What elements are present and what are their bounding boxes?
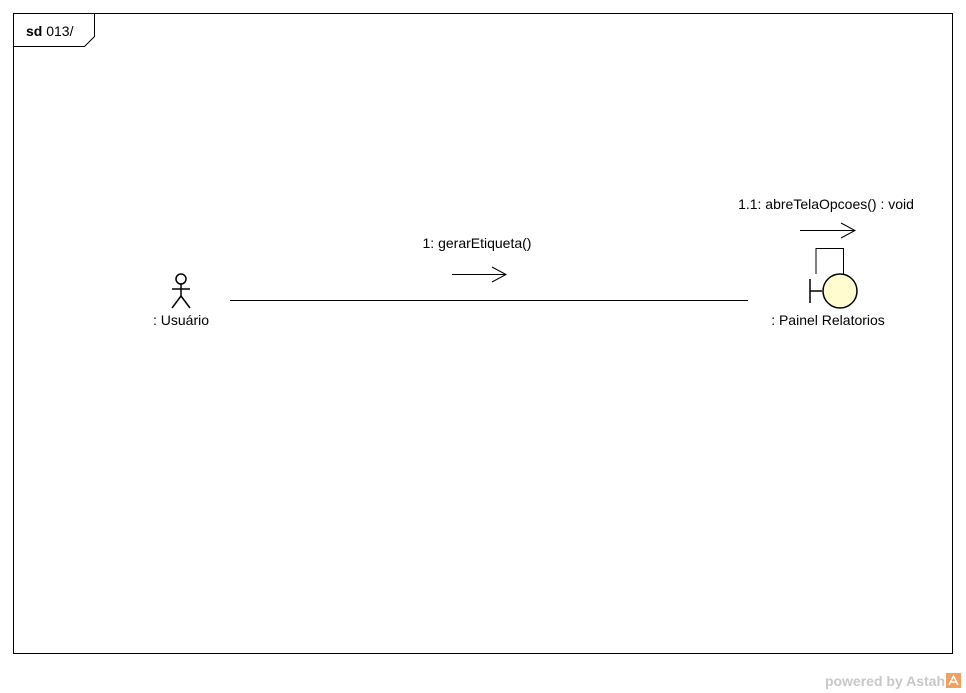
frame-keyword: sd	[26, 23, 42, 39]
stick-figure-icon	[171, 273, 191, 309]
frame-name: 013/	[46, 23, 73, 39]
diagram-frame	[13, 13, 953, 654]
watermark-text: powered by Astah	[825, 673, 945, 689]
message-1[interactable]: 1: gerarEtiqueta()	[423, 235, 532, 283]
astah-watermark: powered by Astah	[825, 673, 961, 689]
boundary-painel-relatorios[interactable]: : Painel Relatorios	[771, 248, 885, 329]
frame-label: sd 013/	[26, 23, 74, 39]
message-1-1-label: 1.1: abreTelaOpcoes() : void	[738, 196, 914, 212]
message-1-label: 1: gerarEtiqueta()	[423, 235, 532, 251]
astah-logo-icon	[946, 673, 961, 688]
boundary-icon	[809, 273, 858, 309]
frame-tab	[13, 13, 95, 47]
actor-usuario[interactable]: : Usuário	[153, 273, 209, 328]
boundary-label: : Painel Relatorios	[771, 312, 885, 328]
arrow-right-icon	[800, 222, 857, 239]
message-1-1[interactable]: 1.1: abreTelaOpcoes() : void	[738, 196, 914, 239]
actor-label: : Usuário	[153, 312, 209, 328]
self-link	[815, 248, 844, 274]
arrow-right-icon	[452, 266, 508, 283]
